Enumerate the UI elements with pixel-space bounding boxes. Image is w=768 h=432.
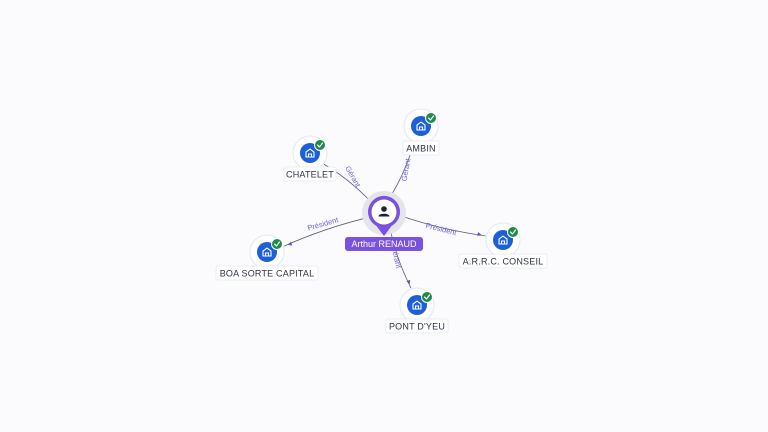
company-icon xyxy=(498,235,508,245)
company-name: AMBIN xyxy=(406,144,436,154)
company-icon xyxy=(262,247,272,257)
edge-role-label: Gérant xyxy=(400,157,413,182)
edge-role-label: Président xyxy=(306,215,340,233)
company-icon xyxy=(416,121,426,131)
company-label-box xyxy=(215,265,319,281)
person-name: Arthur RENAUD xyxy=(351,239,417,249)
company-node-pontdyeu[interactable]: PONT D'YEU xyxy=(385,287,449,334)
verified-check-icon xyxy=(421,291,433,303)
verified-check-icon xyxy=(425,112,437,124)
edge-role-label: Gérant xyxy=(343,164,363,189)
company-icon xyxy=(305,148,315,158)
person-node[interactable]: Arthur RENAUD xyxy=(345,191,423,251)
edge-arrow-icon xyxy=(287,241,293,246)
verified-check-icon xyxy=(271,238,283,250)
company-node-boa[interactable]: BOA SORTE CAPITAL xyxy=(215,234,319,281)
edge-role-label: Président xyxy=(425,221,459,238)
verified-check-icon xyxy=(507,226,519,238)
person-pin-inner xyxy=(371,199,397,225)
company-label-box xyxy=(385,318,449,334)
company-name: CHATELET xyxy=(286,170,334,180)
person-icon xyxy=(378,206,390,217)
edge-line xyxy=(283,217,368,247)
edge-line xyxy=(401,215,486,237)
company-icon xyxy=(412,300,422,310)
company-name: BOA SORTE CAPITAL xyxy=(220,269,315,279)
nodes-layer: AMBIN CHATELET A.R.R.C. CONSEIL BOA SORTE C… xyxy=(215,108,548,334)
person-label-box xyxy=(345,237,423,251)
company-label-box xyxy=(402,140,440,156)
company-node-arrc[interactable]: A.R.R.C. CONSEIL xyxy=(458,222,548,269)
company-node-ambin[interactable]: AMBIN xyxy=(402,108,440,156)
edge-arrow-icon xyxy=(406,279,411,285)
edge-arrc: Président xyxy=(401,215,486,238)
company-name: A.R.R.C. CONSEIL xyxy=(463,257,544,267)
edge-arrow-icon xyxy=(477,232,482,236)
company-node-chatelet[interactable]: CHATELET xyxy=(283,135,337,182)
company-label-box xyxy=(283,166,337,182)
company-name: PONT D'YEU xyxy=(389,322,445,332)
verified-check-icon xyxy=(314,139,326,151)
company-label-box xyxy=(458,253,548,269)
